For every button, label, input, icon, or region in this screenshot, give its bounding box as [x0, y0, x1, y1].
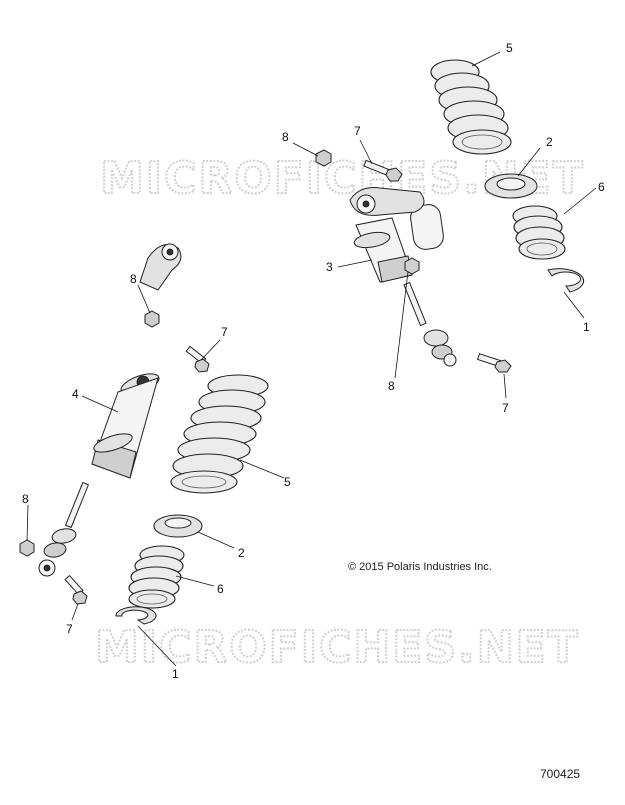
callout-left-top-bolt: 7	[221, 325, 228, 339]
callout-left-upper-spring: 5	[284, 475, 291, 489]
right-top-nut	[315, 149, 332, 167]
watermark-bottom: MICROFICHES.NET	[95, 622, 580, 673]
left-retainer	[115, 606, 157, 625]
right-lower-spring	[512, 205, 566, 260]
callout-left-spacer: 2	[238, 546, 245, 560]
callout-right-shock: 3	[326, 260, 333, 274]
callout-right-top-nut: 8	[282, 130, 289, 144]
right-upper-spring	[430, 59, 512, 155]
callout-left-shock: 4	[72, 387, 79, 401]
left-top-bolt	[185, 345, 210, 373]
left-lower-spring	[128, 545, 185, 609]
left-top-nut	[144, 310, 160, 328]
right-retainer	[547, 268, 585, 293]
callout-left-bottom-nut: 8	[22, 492, 29, 506]
copyright-text: © 2015 Polaris Industries Inc.	[348, 561, 492, 573]
callout-left-lower-spring: 6	[217, 582, 224, 596]
callout-left-retainer: 1	[172, 667, 179, 681]
right-shock	[349, 187, 457, 367]
callout-left-top-nut: 8	[130, 272, 137, 286]
figure-number: 700425	[540, 767, 580, 781]
callout-right-spacer: 2	[546, 135, 553, 149]
callout-right-lower-spring: 6	[598, 180, 605, 194]
callout-right-bottom-bolt: 7	[502, 401, 509, 415]
callout-right-bottom-nut: 8	[388, 379, 395, 393]
left-bottom-bolt	[64, 574, 88, 605]
callout-right-retainer: 1	[583, 320, 590, 334]
left-upper-spring	[170, 374, 269, 494]
left-shock	[38, 243, 182, 577]
callout-right-top-bolt: 7	[354, 124, 361, 138]
right-top-bolt	[363, 159, 403, 182]
left-spacer	[153, 514, 203, 538]
callout-left-bottom-bolt: 7	[66, 622, 73, 636]
right-bottom-bolt	[476, 353, 512, 373]
right-spacer	[484, 173, 538, 199]
right-bottom-nut	[404, 257, 420, 275]
callout-right-upper-spring: 5	[506, 41, 513, 55]
left-bottom-nut	[19, 539, 35, 557]
